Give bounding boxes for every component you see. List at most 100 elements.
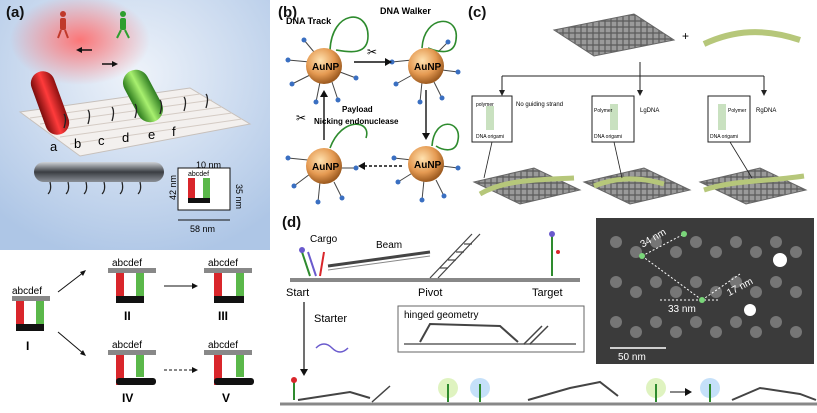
track-letter-d: d — [122, 130, 129, 145]
state-V-label: V — [222, 391, 230, 405]
panel-b-illustration: AuNP AuNP AuNP — [285, 6, 461, 205]
sequence-frame-2 — [527, 380, 619, 401]
panel-a-illustration: a b c d e f abcdef 10 nm 42 nm 35 nm 58 … — [0, 0, 270, 250]
inset-rgdna: Polymer DNA origami RgDNA — [707, 95, 776, 143]
origami-sheet-3 — [698, 167, 808, 205]
aunp-bottom-right: AuNP — [391, 123, 461, 203]
arrow-left-icon — [76, 47, 92, 53]
arrow-icon — [192, 283, 198, 289]
payload-label: Payload — [342, 105, 373, 114]
sequence-glow-2 — [646, 378, 666, 402]
panel-c-illustration: + polymer DNA origami No guiding strand … — [471, 13, 808, 205]
panel-a-label: (a) — [6, 4, 25, 21]
arrow-down-icon — [761, 90, 767, 96]
state-I: abcdef I — [12, 286, 50, 353]
panel-a: a b c d e f abcdef 10 nm 42 nm 35 nm 58 … — [0, 0, 270, 250]
sequence-frame-3 — [731, 386, 817, 401]
afm-image: 34 nm 33 nm 17 nm 50 nm — [596, 218, 814, 364]
state-II-label: II — [124, 309, 131, 323]
state-IV: abcdef IV — [108, 340, 156, 405]
starter-label: Starter — [314, 313, 347, 325]
polymer-strand — [702, 29, 801, 47]
state-III: abcdef III — [204, 258, 252, 323]
rgdna-label: RgDNA — [756, 108, 776, 114]
beam-label: Beam — [376, 240, 402, 251]
plus-sign: + — [682, 29, 689, 43]
inset-lgdna: Polymer DNA origami LgDNA — [591, 95, 659, 143]
svg-text:abcdef: abcdef — [208, 258, 238, 269]
lgdna-label: LgDNA — [640, 108, 659, 114]
green-walker-leg — [122, 69, 164, 123]
sequence-frame-1 — [291, 377, 391, 403]
svg-text:AuNP: AuNP — [414, 160, 442, 171]
arrow-right-icon — [385, 58, 392, 66]
panel-b: AuNP AuNP AuNP — [272, 0, 462, 210]
inset-no-guide: polymer DNA origami No guiding strand — [471, 95, 563, 143]
nicking-endonuclease-label: Nicking endonuclease — [314, 117, 399, 126]
arrow-down-icon — [637, 90, 643, 96]
panel-d-label: (d) — [282, 214, 302, 231]
svg-text:DNA origami: DNA origami — [476, 134, 504, 140]
state-II: abcdef II — [108, 258, 156, 323]
state-V: abcdef V — [204, 340, 254, 405]
inset-dim-right: 35 nm — [234, 184, 244, 209]
branch-arrows — [501, 62, 765, 94]
arrow-left-icon — [358, 162, 365, 170]
arrow-right-icon — [102, 61, 118, 67]
track-letter-c: c — [98, 133, 105, 148]
arrow-down-icon — [499, 90, 505, 96]
state-I-label: I — [26, 339, 29, 353]
panel-b-label: (b) — [278, 4, 298, 21]
hinged-geometry-inset: hinged geometry — [397, 305, 585, 353]
afm-dim-2: 33 nm — [668, 304, 696, 315]
track-letter-f: f — [172, 124, 176, 139]
scissors-icon: ✂ — [296, 111, 306, 125]
sequence-glow-3 — [700, 378, 720, 402]
arrow-right-icon — [685, 388, 692, 396]
inset-dim-left: 42 nm — [168, 175, 178, 200]
aunp-bottom-left: AuNP — [285, 123, 368, 205]
svg-text:DNA origami: DNA origami — [594, 134, 622, 140]
panel-a-states: abcdef I abcdef II abcdef III — [0, 254, 270, 408]
arrow-up-icon — [320, 90, 328, 97]
svg-text:abcdef: abcdef — [112, 340, 142, 351]
track-letter-a: a — [50, 139, 58, 154]
arrow-down-icon — [422, 133, 430, 140]
walking-person-red-icon — [57, 11, 69, 39]
start-label: Start — [286, 287, 309, 299]
aunp-top-right: AuNP — [389, 20, 461, 105]
inset-dim-bottom: 58 nm — [190, 224, 215, 234]
panel-c: + polymer DNA origami No guiding strand … — [464, 0, 817, 212]
dna-track-label: DNA Track — [286, 16, 332, 26]
grey-carrier-cylinder — [34, 162, 164, 195]
svg-text:AuNP: AuNP — [312, 162, 340, 173]
cargo-molecule — [299, 247, 325, 277]
walking-person-green-icon — [116, 11, 130, 39]
cargo-label: Cargo — [310, 234, 338, 245]
origami-sheet-2 — [582, 167, 692, 205]
sequence-glow-blue — [470, 378, 490, 402]
arrow-down-icon — [300, 369, 308, 376]
target-label: Target — [532, 287, 563, 299]
panel-c-label: (c) — [468, 4, 487, 21]
svg-text:AuNP: AuNP — [312, 62, 340, 73]
track-letter-b: b — [74, 136, 81, 151]
origami-sheet-1 — [472, 167, 582, 205]
aunp-top-left: AuNP — [285, 16, 369, 105]
inset-letters: abcdef — [188, 171, 209, 178]
hinged-geometry-label: hinged geometry — [404, 310, 479, 321]
pivot-label: Pivot — [418, 287, 442, 299]
arrow-icon — [192, 367, 198, 373]
arrow-icon — [80, 350, 86, 356]
dna-walker-label: DNA Walker — [380, 6, 431, 16]
track-letter-e: e — [148, 127, 155, 142]
svg-text:abcdef: abcdef — [112, 258, 142, 269]
svg-text:polymer: polymer — [476, 102, 494, 108]
svg-text:DNA origami: DNA origami — [710, 134, 738, 140]
hinge-ladder — [429, 233, 481, 279]
svg-text:Polymer: Polymer — [728, 108, 747, 114]
sequence-glow-green — [438, 378, 458, 402]
starter-strand — [315, 343, 349, 353]
target-site — [549, 231, 560, 276]
anchor-strands — [63, 93, 209, 129]
